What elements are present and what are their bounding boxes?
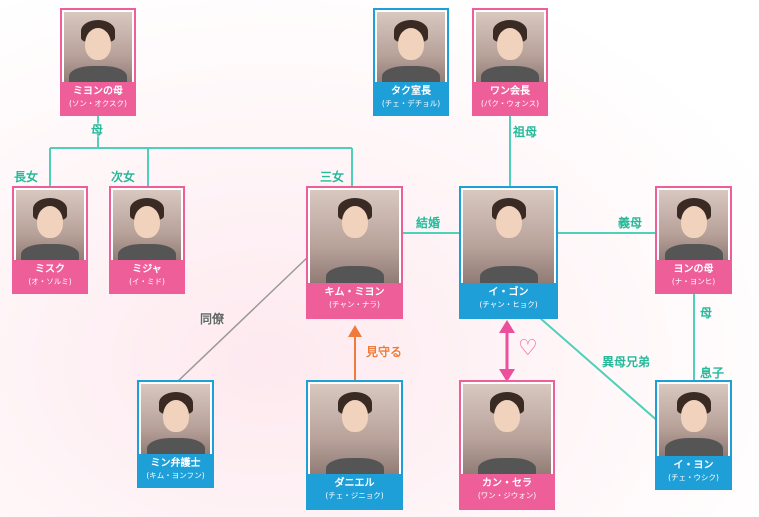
character-card-miyon-mother: ミヨンの母(ソン・オクスク) <box>60 8 136 116</box>
portrait-image <box>141 384 210 456</box>
colleague-line <box>176 255 310 383</box>
character-name: ミン弁護士 <box>139 454 212 470</box>
character-card-i-yon: イ・ヨン(チェ・ウシク) <box>655 380 732 490</box>
character-card-i-gon: イ・ゴン(チャン・ヒョク) <box>459 186 558 319</box>
relation-label-mother: 母 <box>91 121 103 138</box>
actor-name: (チェ・ウシク) <box>657 472 730 483</box>
character-name: タク室長 <box>375 82 447 98</box>
actor-name: (イ・ミド) <box>111 276 183 287</box>
character-name: ミスク <box>14 260 86 276</box>
relation-label-half-brother: 異母兄弟 <box>602 353 650 370</box>
character-card-wan: ワン会長(パク・ウォンス) <box>472 8 548 116</box>
character-card-min: ミン弁護士(キム・ヨンフン) <box>137 380 214 488</box>
character-name: ダニエル <box>308 474 401 490</box>
portrait-image <box>310 384 399 476</box>
actor-name: (パク・ウォンス) <box>474 98 546 109</box>
relation-label-eldest-daughter: 長女 <box>14 168 38 185</box>
actor-name: (ワン・ジウォン) <box>461 490 553 501</box>
relation-label-grandmother: 祖母 <box>513 123 537 140</box>
relation-label-third-daughter: 三女 <box>320 168 344 185</box>
character-card-kim-miyon: キム・ミヨン(チャン・ナラ) <box>306 186 403 319</box>
portrait-image <box>476 12 544 84</box>
actor-name: (キム・ヨンフン) <box>139 470 212 481</box>
character-name: ミジャ <box>111 260 183 276</box>
character-name: ヨンの母 <box>657 260 730 276</box>
actor-name: (ソン・オクスク) <box>62 98 134 109</box>
portrait-image <box>310 190 399 284</box>
portrait-image <box>16 190 84 262</box>
character-card-misuku: ミスク(オ・ソルミ) <box>12 186 88 294</box>
character-name: イ・ゴン <box>461 283 556 299</box>
character-card-yon-mother: ヨンの母(ナ・ヨンヒ) <box>655 186 732 294</box>
relation-label-mother-of-yon: 母 <box>700 304 712 321</box>
portrait-image <box>463 384 551 476</box>
character-name: カン・セラ <box>461 474 553 490</box>
relation-label-marriage: 結婚 <box>416 214 440 231</box>
character-name: イ・ヨン <box>657 456 730 472</box>
relation-label-stepmother: 義母 <box>618 214 642 231</box>
relation-label-colleague: 同僚 <box>200 310 224 327</box>
actor-name: (チェ・デチョル) <box>375 98 447 109</box>
actor-name: (ナ・ヨンヒ) <box>657 276 730 287</box>
actor-name: (チェ・ジニョク) <box>308 490 401 501</box>
relation-label-son: 息子 <box>700 364 724 381</box>
actor-name: (チャン・ヒョク) <box>461 299 556 310</box>
watch-arrow <box>348 325 362 382</box>
portrait-image <box>377 12 445 84</box>
portrait-image <box>64 12 132 84</box>
character-card-taku: タク室長(チェ・デチョル) <box>373 8 449 116</box>
character-name: ワン会長 <box>474 82 546 98</box>
character-card-daniel: ダニエル(チェ・ジニョク) <box>306 380 403 510</box>
portrait-image <box>659 384 728 456</box>
love-arrow <box>499 320 515 382</box>
portrait-image <box>463 190 554 284</box>
character-name: ミヨンの母 <box>62 82 134 98</box>
relation-label-second-daughter: 次女 <box>111 168 135 185</box>
heart-icon: ♡ <box>518 336 538 361</box>
relation-label-watching: 見守る <box>366 343 402 360</box>
character-name: キム・ミヨン <box>308 283 401 299</box>
actor-name: (オ・ソルミ) <box>14 276 86 287</box>
portrait-image <box>113 190 181 262</box>
portrait-image <box>659 190 728 262</box>
character-card-kang-sera: カン・セラ(ワン・ジウォン) <box>459 380 555 510</box>
actor-name: (チャン・ナラ) <box>308 299 401 310</box>
character-card-mija: ミジャ(イ・ミド) <box>109 186 185 294</box>
